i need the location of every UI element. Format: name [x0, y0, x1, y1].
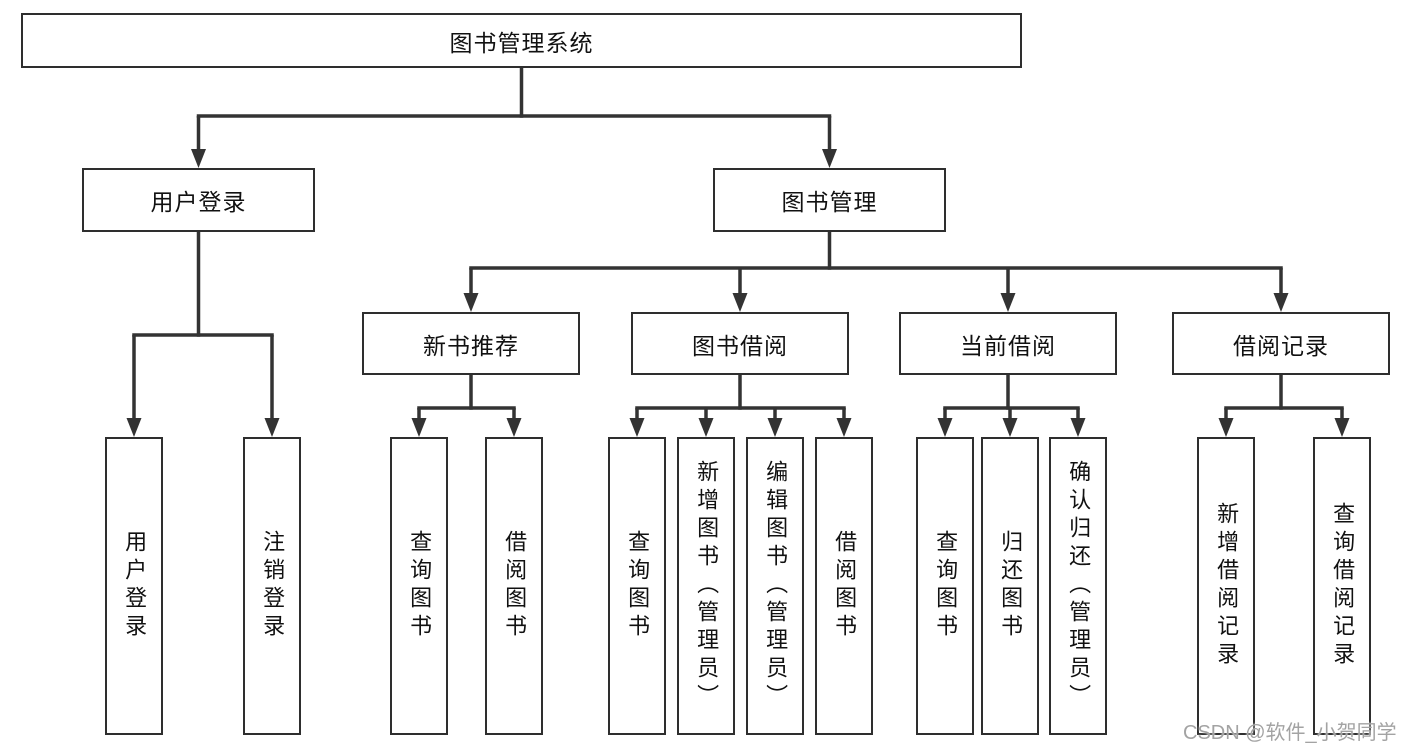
node-book-borrowing: 图书借阅	[631, 312, 849, 375]
leaf-add-borrow-record: 新增借阅记录	[1197, 437, 1255, 735]
leaf-borrow-books-recommend: 借阅图书	[485, 437, 543, 735]
leaf-logout: 注销登录	[243, 437, 301, 735]
csdn-watermark: CSDN @软件_小贺同学	[1183, 722, 1397, 744]
leaf-query-borrow-record: 查询借阅记录	[1313, 437, 1371, 735]
leaf-query-books-current-label: 查询图书	[933, 530, 959, 642]
leaf-confirm-return-admin-label: 确认归还（管理员）	[1066, 460, 1092, 712]
leaf-add-books-admin: 新增图书（管理员）	[677, 437, 735, 735]
leaf-query-books-borrowing: 查询图书	[608, 437, 666, 735]
leaf-return-books-label: 归还图书	[998, 530, 1024, 642]
leaf-query-borrow-record-label: 查询借阅记录	[1330, 502, 1356, 670]
leaf-user-login-label: 用户登录	[122, 530, 148, 642]
leaf-user-login: 用户登录	[105, 437, 163, 735]
node-borrowing-records: 借阅记录	[1172, 312, 1390, 375]
leaf-edit-books-admin-label: 编辑图书（管理员）	[763, 460, 789, 712]
leaf-logout-label: 注销登录	[260, 530, 286, 642]
leaf-add-books-admin-label: 新增图书（管理员）	[694, 460, 720, 712]
leaf-query-books-borrowing-label: 查询图书	[625, 530, 651, 642]
leaf-borrow-books-label: 借阅图书	[832, 530, 858, 642]
leaf-confirm-return-admin: 确认归还（管理员）	[1049, 437, 1107, 735]
leaf-add-borrow-record-label: 新增借阅记录	[1214, 502, 1240, 670]
node-library-management-system: 图书管理系统	[21, 13, 1022, 68]
leaf-return-books: 归还图书	[981, 437, 1039, 735]
leaf-query-books-current: 查询图书	[916, 437, 974, 735]
leaf-borrow-books-recommend-label: 借阅图书	[502, 530, 528, 642]
leaf-query-books-recommend-label: 查询图书	[407, 530, 433, 642]
node-current-borrowing: 当前借阅	[899, 312, 1117, 375]
leaf-borrow-books: 借阅图书	[815, 437, 873, 735]
node-new-book-recommendation: 新书推荐	[362, 312, 580, 375]
leaf-query-books-recommend: 查询图书	[390, 437, 448, 735]
leaf-edit-books-admin: 编辑图书（管理员）	[746, 437, 804, 735]
node-book-management: 图书管理	[713, 168, 946, 232]
node-user-login: 用户登录	[82, 168, 315, 232]
